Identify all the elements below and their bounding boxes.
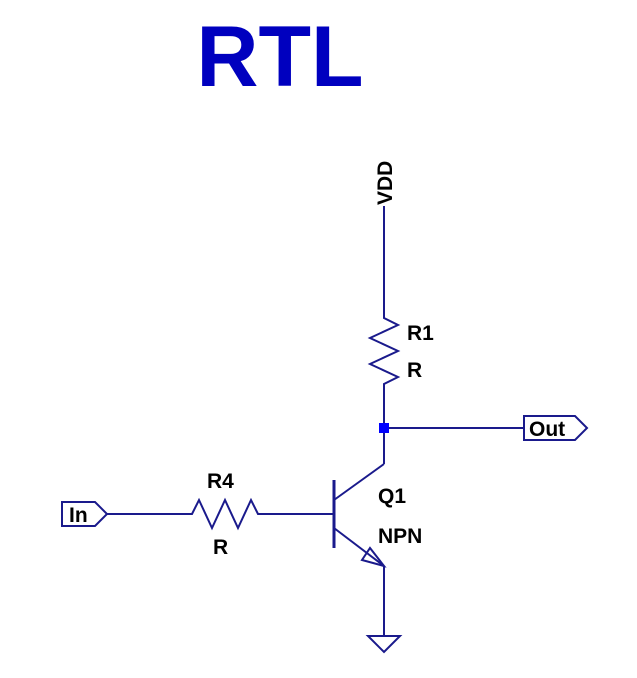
out-port bbox=[523, 415, 589, 441]
q1-type: NPN bbox=[378, 525, 422, 548]
junction-node bbox=[379, 423, 389, 433]
q1-name: Q1 bbox=[378, 485, 406, 508]
r4-resistor bbox=[186, 497, 264, 531]
in-port-label: In bbox=[69, 504, 88, 527]
r4-name: R4 bbox=[207, 470, 234, 493]
r1-resistor bbox=[367, 312, 401, 390]
out-port-label: Out bbox=[529, 418, 565, 441]
q1-emitter bbox=[333, 527, 385, 567]
r1-name: R1 bbox=[407, 322, 434, 345]
r4-value: R bbox=[213, 536, 228, 559]
in-port bbox=[61, 501, 109, 527]
r1-value: R bbox=[407, 359, 422, 382]
vdd-label: VDD bbox=[374, 161, 397, 205]
q1-collector bbox=[333, 463, 385, 501]
q1-emitter-arrow bbox=[360, 546, 387, 568]
diagram-title: RTL bbox=[196, 9, 364, 105]
ground-icon bbox=[365, 635, 403, 654]
